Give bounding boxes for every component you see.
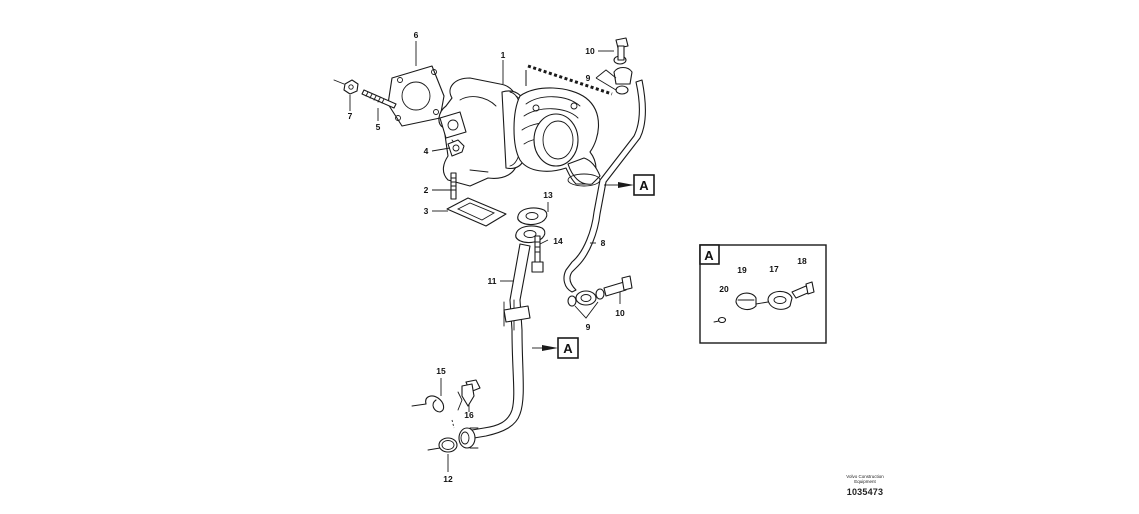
callout-5: 5 [376, 122, 381, 132]
detail-clamp-part [713, 281, 815, 324]
detail-ref-upper-arrow [604, 182, 634, 188]
callout-8: 8 [601, 238, 606, 248]
company-name-line-2: Equipment [854, 479, 876, 484]
flange-bolt-part [457, 379, 481, 411]
callout-4: 4 [424, 146, 429, 156]
turbocharger-part [438, 77, 601, 187]
callout-10-lower: 10 [615, 308, 625, 318]
callout-labels: 1 2 3 4 5 6 7 8 9 9 10 10 11 12 13 14 15… [348, 30, 807, 484]
stud-lower-part [450, 172, 457, 200]
callout-6: 6 [414, 30, 419, 40]
callout-12: 12 [443, 474, 453, 484]
drain-bolt-part [531, 235, 544, 273]
callout-20: 20 [719, 284, 729, 294]
exhaust-gasket-part [446, 197, 507, 227]
upper-banjo-fitting-part [613, 37, 633, 95]
drawing-footer: Volvo Construction Equipment 1035473 [840, 474, 890, 497]
o-ring-part [427, 437, 458, 453]
drain-gasket-upper-part [517, 207, 548, 226]
detail-ref-upper-label: A [639, 178, 649, 193]
callout-15: 15 [436, 366, 446, 376]
detail-ref-lower-label: A [563, 341, 573, 356]
oil-drain-pipe-part [471, 243, 531, 439]
callout-2: 2 [424, 185, 429, 195]
oil-feed-pipe-part [563, 79, 647, 293]
callout-16: 16 [464, 410, 474, 420]
flange-gasket-part [387, 65, 445, 127]
detail-ref-lower-arrow [532, 345, 558, 351]
callout-18: 18 [797, 256, 807, 266]
bolt-part [447, 139, 465, 157]
callout-3: 3 [424, 206, 429, 216]
phantom-line [525, 64, 613, 96]
detail-ref-upper-box [633, 174, 655, 196]
company-name-line-1: Volvo Construction [846, 474, 884, 479]
callout-17: 17 [769, 264, 779, 274]
detail-ref-lower-box [557, 337, 579, 359]
detail-box-label: A [704, 248, 714, 263]
callout-7: 7 [348, 111, 353, 121]
lower-banjo-fitting-part [567, 275, 633, 307]
callout-9-upper: 9 [586, 73, 591, 83]
nut-part [333, 79, 359, 95]
detail-box-a [699, 244, 827, 344]
callout-14: 14 [553, 236, 563, 246]
pipe-end-fitting-part [458, 427, 479, 449]
callout-10-upper: 10 [585, 46, 595, 56]
callout-11: 11 [488, 276, 497, 286]
company-name: Volvo Construction Equipment [840, 474, 890, 484]
callout-9-lower: 9 [586, 322, 591, 332]
callout-19: 19 [737, 265, 747, 275]
callout-1: 1 [501, 50, 506, 60]
callout-13: 13 [543, 190, 553, 200]
stud-part [361, 89, 397, 109]
drawing-number: 1035473 [846, 487, 884, 497]
spring-clip-part [411, 395, 445, 413]
